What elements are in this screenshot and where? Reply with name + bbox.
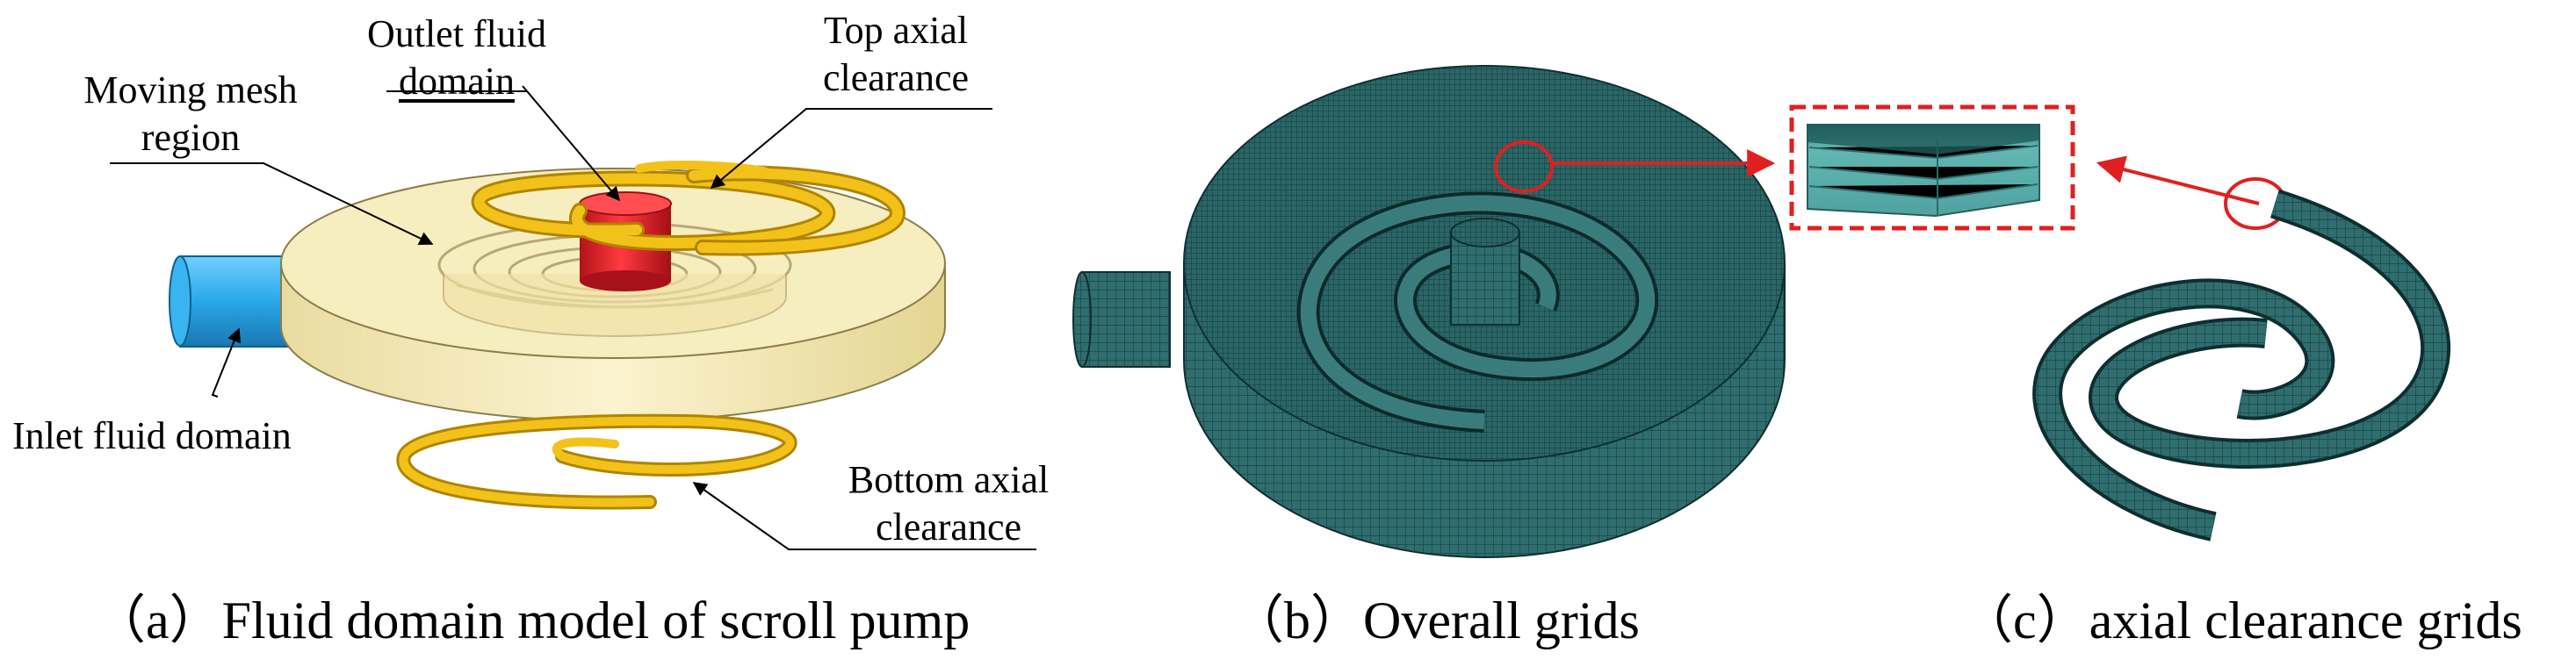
- label-outlet-fluid-domain: Outlet fluid domain: [351, 11, 562, 105]
- label-top-line1: Top axial: [823, 9, 969, 52]
- label-moving-line2: region: [141, 116, 241, 159]
- label-inlet-fluid-domain: Inlet fluid domain: [12, 414, 292, 457]
- caption-c: （c）axial clearance grids: [1960, 592, 2522, 649]
- panel-a-model: [110, 85, 1036, 550]
- caption-b: （b）Overall grids: [1231, 592, 1640, 649]
- label-moving-mesh-region: Moving mesh region: [81, 67, 300, 161]
- caption-a: （a）Fluid domain model of scroll pump: [93, 592, 971, 649]
- label-top-line2: clearance: [822, 56, 970, 99]
- label-top-axial-clearance: Top axial clearance: [790, 7, 1001, 102]
- top-clearance-spiral: [471, 161, 906, 256]
- label-bottom-axial-clearance: Bottom axial clearance: [817, 456, 1080, 551]
- inlet-pipe: [169, 255, 291, 348]
- panel-a-leaders: [110, 85, 1036, 550]
- label-bottom-line1: Bottom axial: [848, 458, 1050, 501]
- label-bottom-line2: clearance: [875, 506, 1022, 549]
- panel-b-mesh-model: [1072, 65, 1786, 558]
- label-moving-line1: Moving mesh: [83, 68, 298, 111]
- bottom-clearance-spiral: [396, 413, 797, 510]
- label-outlet-line2: domain: [399, 60, 515, 103]
- panel-c-clearance-mesh: [2032, 155, 2451, 541]
- label-outlet-line1: Outlet fluid: [366, 12, 547, 55]
- inset-zoom: [1789, 104, 2075, 231]
